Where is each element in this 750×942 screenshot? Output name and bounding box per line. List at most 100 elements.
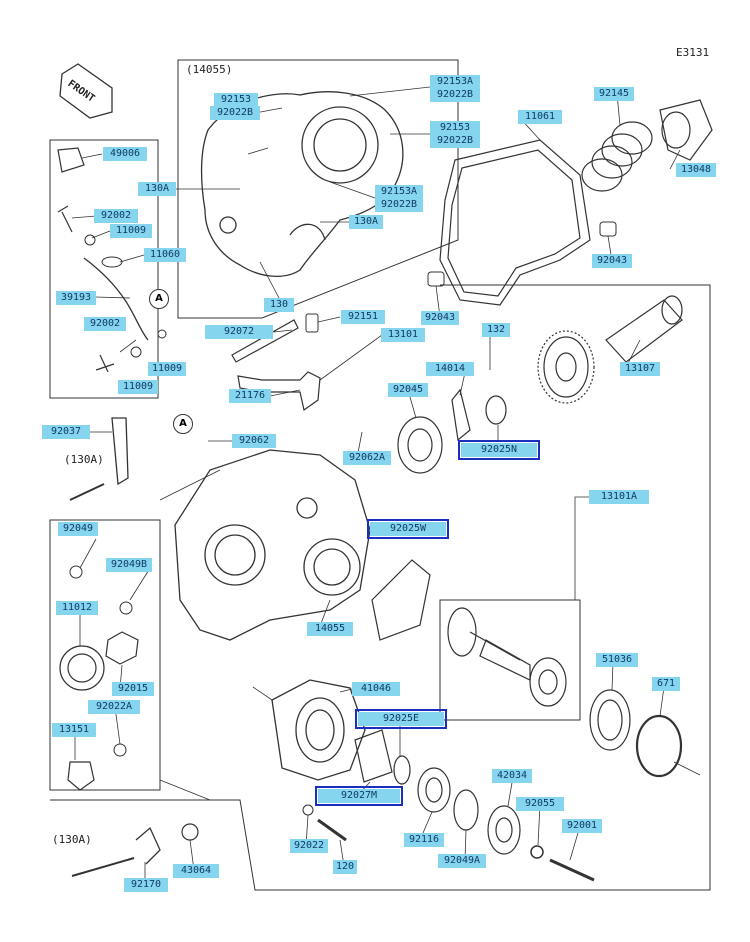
part-label-92002[interactable]: 92002 [94,209,138,223]
part-label-41046[interactable]: 41046 [352,682,400,696]
oring-92055 [530,845,544,859]
part-label-130[interactable]: 130 [264,298,294,312]
part-label-92170[interactable]: 92170 [124,878,168,892]
part-label-13101[interactable]: 13101 [381,328,425,342]
grommet-11060 [101,256,123,268]
part-label-92022B[interactable]: 92022B [210,106,260,120]
gear-case-cover [200,91,404,277]
part-label-130A[interactable]: 130A [138,182,176,196]
part-label-92043[interactable]: 92043 [421,311,459,325]
part-label-92002[interactable]: 92002 [84,317,126,331]
pinion-assembly [447,607,567,707]
seal-92025N [485,395,507,425]
pipe-92072 [231,319,299,363]
part-label-92015[interactable]: 92015 [112,682,154,696]
part-label-92153A[interactable]: 92153A [375,185,423,199]
part-label-120[interactable]: 120 [333,860,357,874]
washer-11009-c [157,329,167,339]
part-label-92025E[interactable]: 92025E [355,709,447,729]
part-label-92049B[interactable]: 92049B [106,558,152,572]
bearing-92116 [417,767,451,813]
shaft-group-box [439,599,581,721]
plug-92151 [305,313,319,333]
part-label-49006[interactable]: 49006 [103,147,147,161]
shaft-13107 [605,295,683,363]
part-label-130A[interactable]: 130A [349,215,383,229]
part-label-92022B[interactable]: 92022B [375,198,423,212]
washer-92049B [119,601,133,615]
nut-92015 [105,631,139,665]
part-label-39193[interactable]: 39193 [56,291,96,305]
part-label-92153[interactable]: 92153 [214,93,258,107]
bolt-92002-b [95,354,115,373]
sensor-13151 [67,761,95,791]
part-label-92151[interactable]: 92151 [341,310,385,324]
part-label-42034[interactable]: 42034 [492,769,532,783]
washer-11009-a [84,234,96,246]
part-label-92055[interactable]: 92055 [516,797,564,811]
part-label-11009[interactable]: 11009 [110,224,152,238]
bolt-92002-a [57,205,73,233]
washer-92022A [113,743,127,757]
part-label-92072[interactable]: 92072 [205,325,273,339]
part-label-92145[interactable]: 92145 [594,87,634,101]
part-label-11009[interactable]: 11009 [148,362,186,376]
part-label-92022[interactable]: 92022 [290,839,328,853]
gearcase-cover-group-box [177,59,459,319]
part-label-92062[interactable]: 92062 [232,434,276,448]
part-label-92001[interactable]: 92001 [562,819,602,833]
part-label-132[interactable]: 132 [482,323,510,337]
part-label-43064[interactable]: 43064 [173,864,219,878]
callout-a-case: A [173,414,193,434]
part-label-92153A[interactable]: 92153A [430,75,480,89]
nut-92049 [69,565,83,579]
callout-a-linkage: A [149,289,169,309]
part-label-21176[interactable]: 21176 [229,389,271,403]
bolt-130A-lower [71,857,135,877]
part-label-11061[interactable]: 11061 [518,110,562,124]
part-label-14014[interactable]: 14014 [426,362,474,376]
bolt-120 [317,818,347,842]
main-outline [50,284,711,891]
gear-case-14055 [174,449,371,641]
bushing-92043-right [599,221,617,237]
gear-13101 [537,330,595,404]
part-label-92022A[interactable]: 92022A [88,700,140,714]
part-label-92043[interactable]: 92043 [592,254,632,268]
part-label-92062A[interactable]: 92062A [343,451,391,465]
part-label-92049A[interactable]: 92049A [438,854,486,868]
part-label-13107[interactable]: 13107 [620,362,660,376]
left-linkage-group-box [49,139,159,399]
part-label-14055[interactable]: 14055 [307,622,353,636]
part-label-92027M[interactable]: 92027M [315,786,403,806]
part-label-92025W[interactable]: 92025W [367,519,449,539]
part-label-92045[interactable]: 92045 [388,383,428,397]
part-label-92049[interactable]: 92049 [58,522,98,536]
gasket-11061 [439,139,591,306]
clip-92170 [135,826,161,865]
bracket-49006 [57,147,85,173]
bearing-92045 [397,416,443,474]
part-label-11009[interactable]: 11009 [118,380,158,394]
part-label-11060[interactable]: 11060 [144,248,186,262]
seal-92049A [453,789,479,831]
part-label-92116[interactable]: 92116 [404,833,444,847]
part-label-92022B[interactable]: 92022B [430,134,480,148]
cap-11012 [59,645,105,691]
spring-92145 [581,121,653,192]
part-label-13101A[interactable]: 13101A [589,490,649,504]
part-13048 [659,99,713,161]
part-label-92022B[interactable]: 92022B [430,88,480,102]
part-label-92025N[interactable]: 92025N [458,440,540,460]
part-label-671[interactable]: 671 [652,677,680,691]
oring-671 [635,714,683,778]
gear-42034 [487,805,521,855]
part-label-13048[interactable]: 13048 [676,163,716,177]
part-label-13151[interactable]: 13151 [52,723,96,737]
part-label-92037[interactable]: 92037 [42,425,90,439]
part-label-11012[interactable]: 11012 [56,601,98,615]
part-label-51036[interactable]: 51036 [596,653,638,667]
part-label-92153[interactable]: 92153 [430,121,480,135]
link-rod-39193 [83,257,149,341]
washer-92022 [302,804,314,816]
